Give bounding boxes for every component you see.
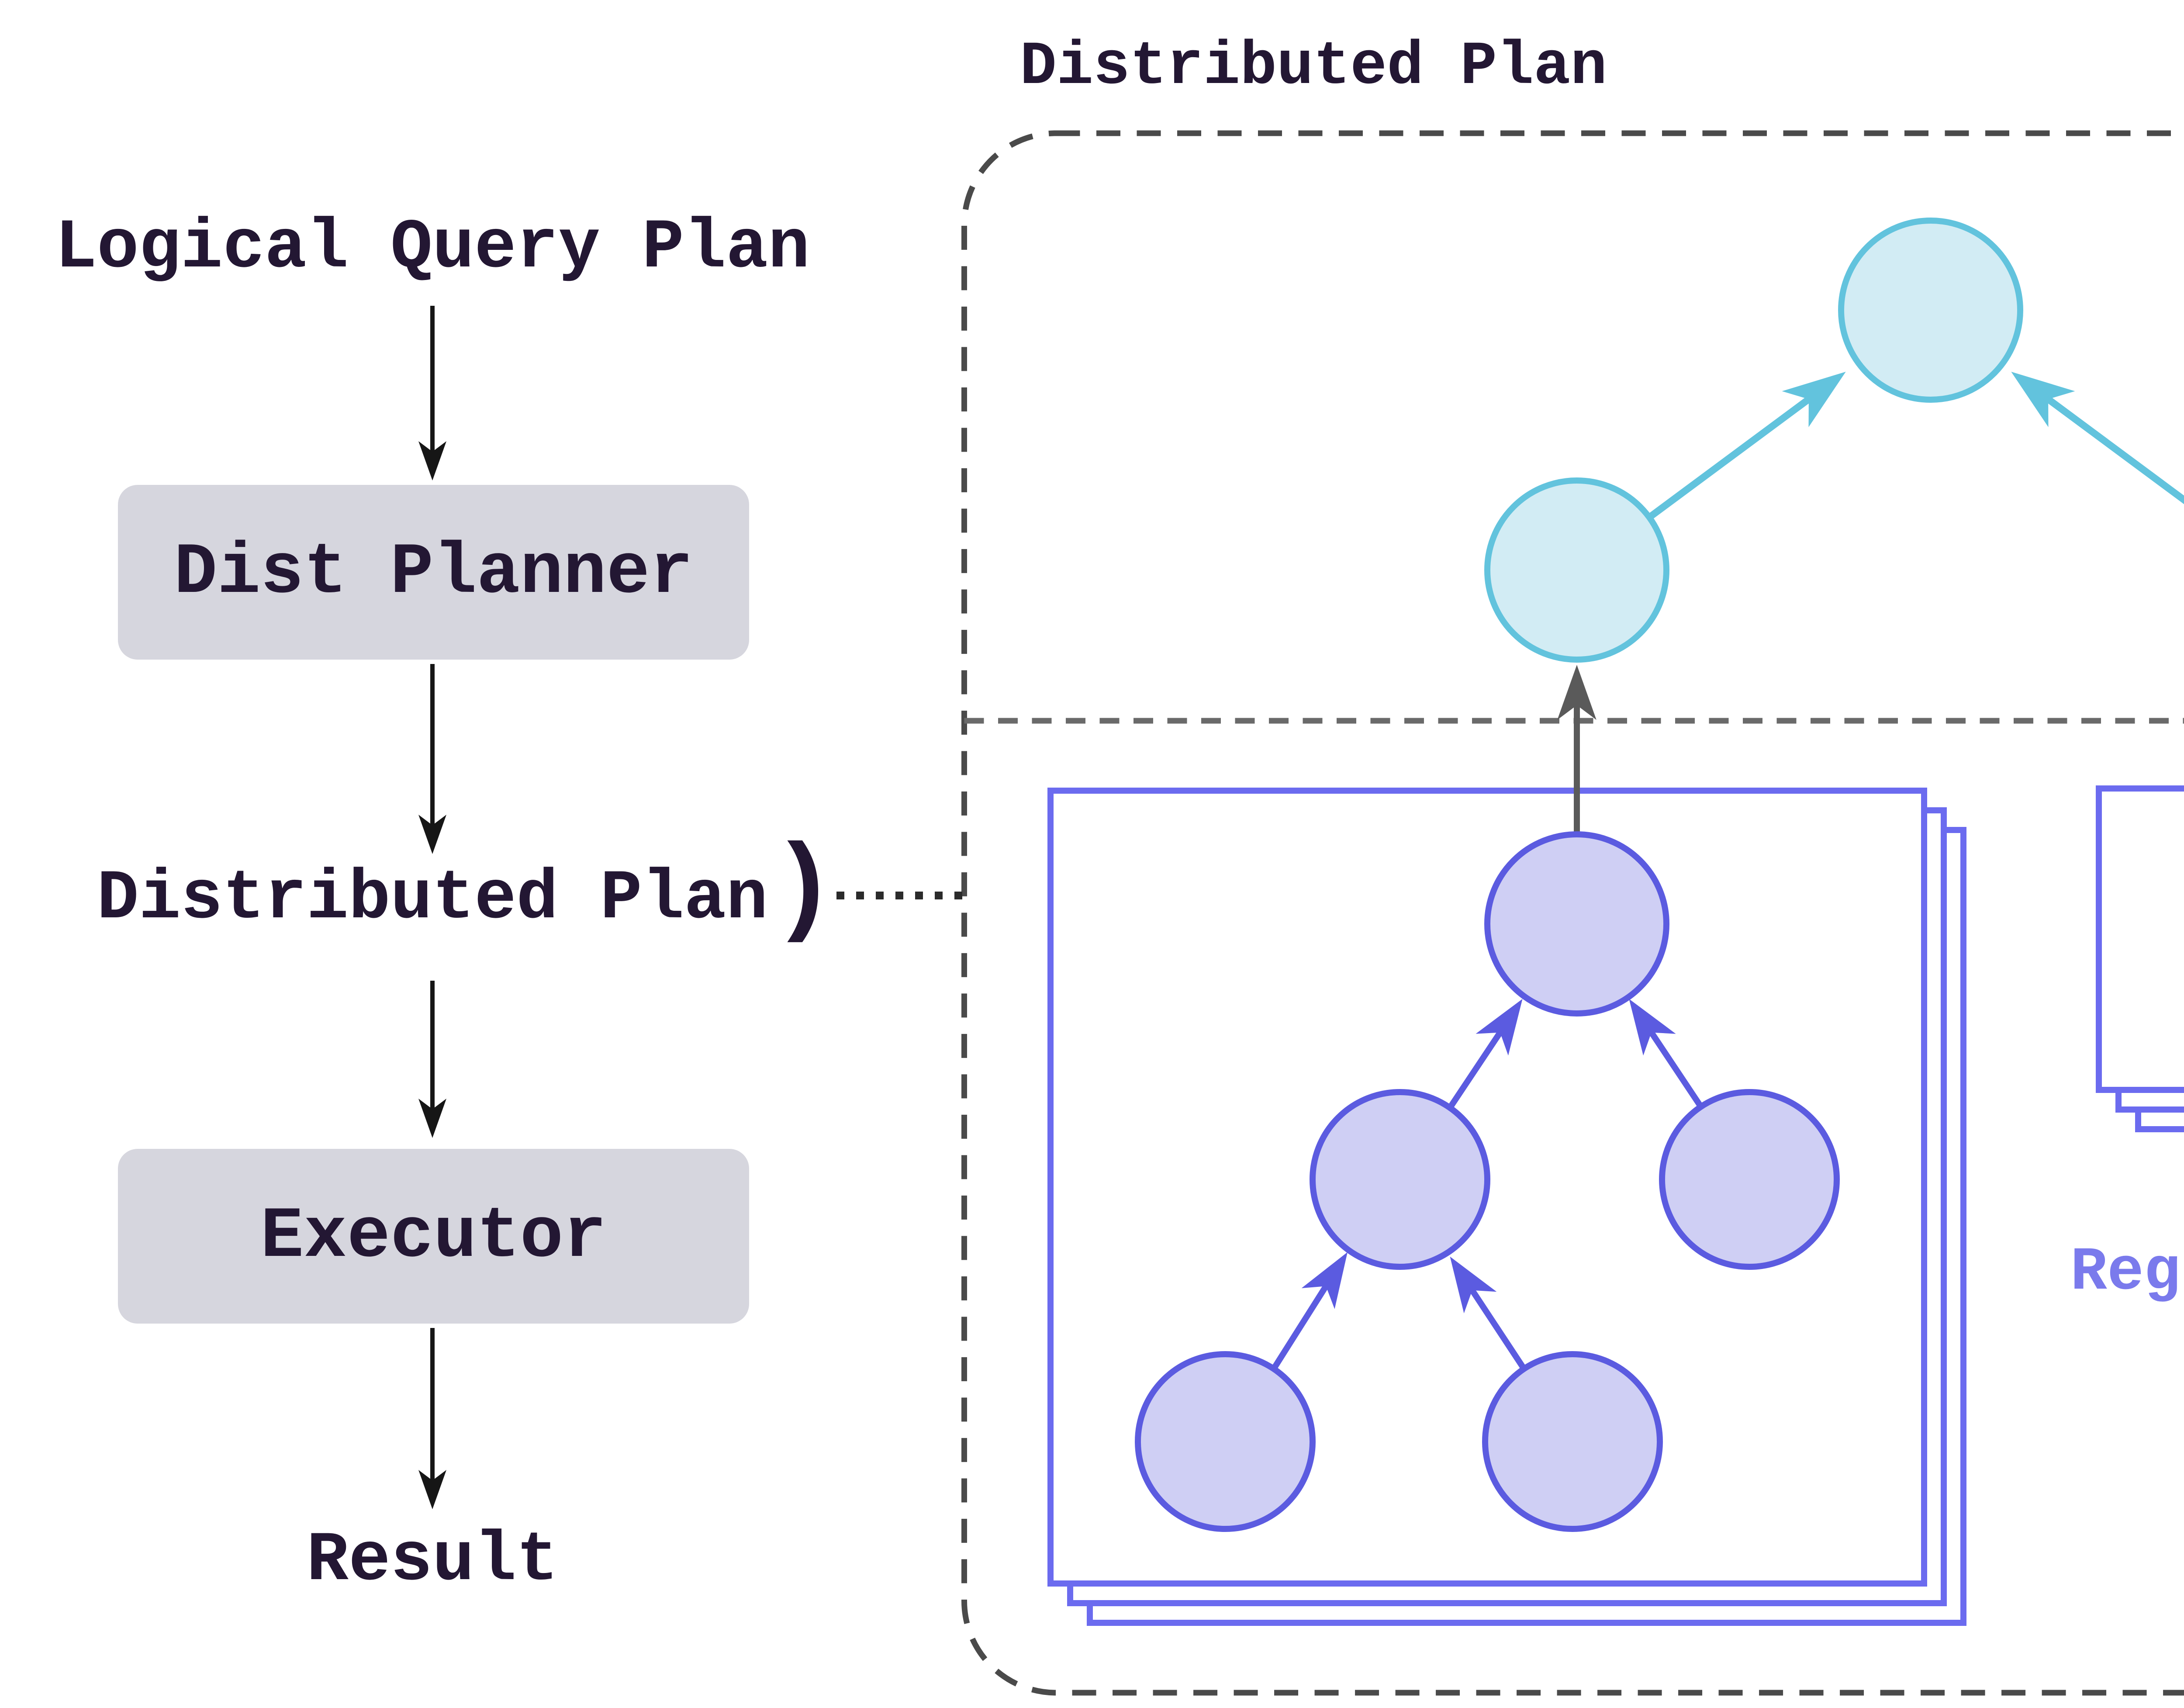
- logical-query-plan-label: Logical Query Plan: [55, 207, 810, 288]
- regions-label: Regions: [2070, 1241, 2184, 1308]
- edge-leafright-to-midleft: [1450, 1256, 1527, 1371]
- dist-planner-box: Dist Planner: [118, 485, 749, 660]
- datanode-tree-edges: [1271, 999, 1704, 1371]
- cross-stage-arrows: [1557, 665, 1597, 837]
- distributed-plan-title: Distributed Plan: [1020, 35, 1607, 103]
- edge-midright-to-root: [1629, 999, 1704, 1109]
- executor-label: Executor: [260, 1196, 607, 1277]
- result-label: Result: [306, 1520, 559, 1601]
- edge-frontendright-to-top: [2011, 371, 2184, 505]
- left-region-leafright-node: [1482, 1351, 1663, 1532]
- left-region-midright-node: [1659, 1089, 1840, 1270]
- edge-frontendleft-to-top: [1647, 371, 1846, 521]
- datanode-nodes: [1135, 831, 1840, 1532]
- left-region-midleft-node: [1310, 1089, 1490, 1270]
- brace-glyph: ): [771, 830, 837, 954]
- frontend-nodes: [1484, 218, 2023, 663]
- executor-box: Executor: [118, 1149, 749, 1324]
- frontend-edges: [1647, 371, 2184, 521]
- left-region-leafleft-node: [1135, 1351, 1316, 1532]
- distributed-plan-dashed-box: [961, 130, 2184, 1696]
- frontend-left-node: [1484, 477, 1669, 663]
- left-region-root-node: [1484, 831, 1669, 1017]
- dist-planner-label: Dist Planner: [174, 532, 693, 613]
- right-region-layer-1: [2096, 785, 2184, 1093]
- distributed-plan-label: Distributed Plan: [97, 858, 768, 939]
- edge-midleft-to-root: [1448, 999, 1523, 1109]
- frontend-top-node: [1838, 218, 2023, 403]
- right-region-stack: [2096, 785, 2184, 1132]
- edge-leafleft-to-midleft: [1271, 1252, 1348, 1371]
